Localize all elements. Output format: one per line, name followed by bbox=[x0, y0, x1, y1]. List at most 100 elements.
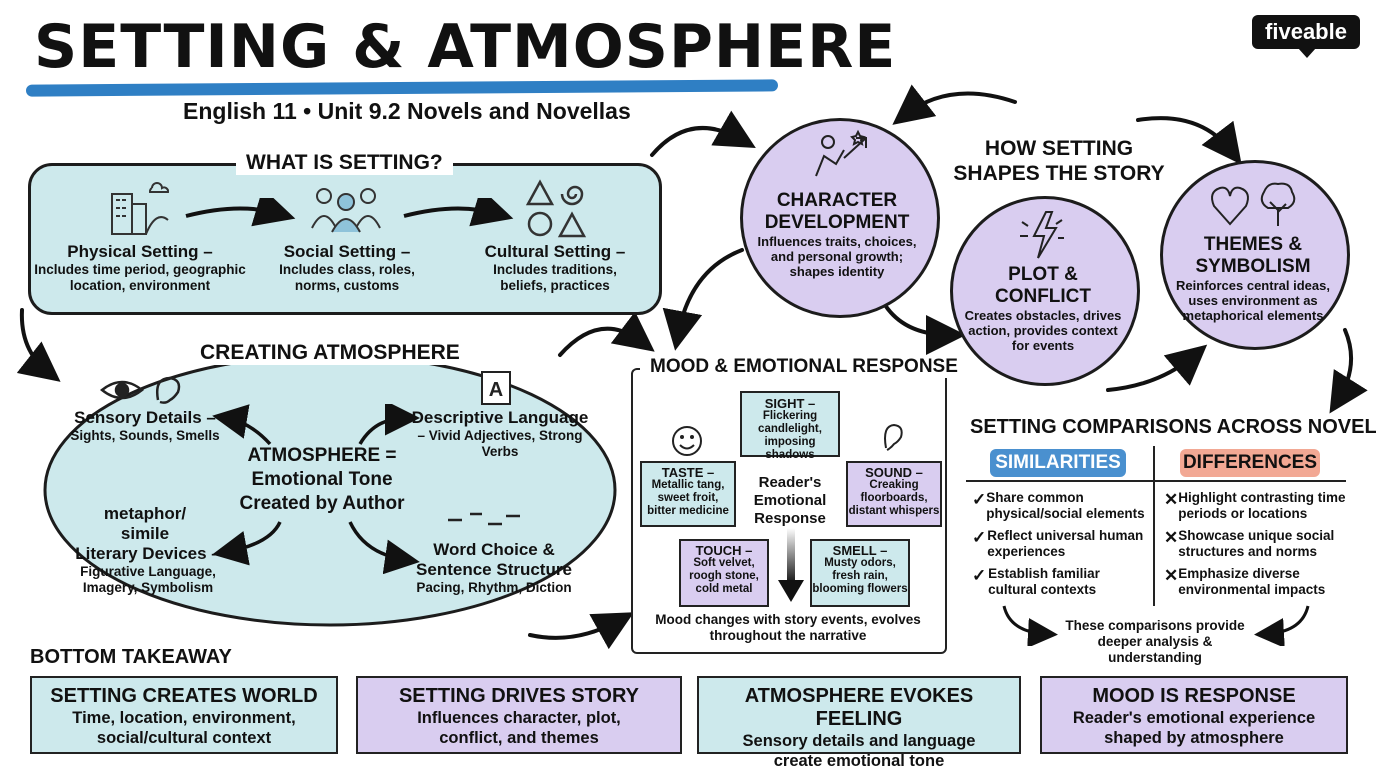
word-choice-title: Word Choice & Sentence Structure bbox=[416, 540, 572, 579]
book-icon: A bbox=[481, 371, 511, 405]
literary-devices-item: Literary Devices – Figurative Language, … bbox=[60, 544, 236, 596]
smiley-icon bbox=[672, 426, 702, 456]
sound-desc: Creaking floorboards, distant whispers bbox=[848, 479, 940, 517]
lightning-icon bbox=[1020, 211, 1064, 259]
shapes-story-label: HOW SETTING SHAPES THE STORY bbox=[953, 137, 1165, 185]
arrow-physical-to-social bbox=[185, 198, 296, 227]
difference-item: ✕ Highlight contrasting time periods or … bbox=[1164, 490, 1354, 522]
sight-card: SIGHT – Flickering candlelight, imposing… bbox=[740, 391, 840, 461]
takeaway-card-story: SETTING DRIVES STORY Influences characte… bbox=[356, 676, 682, 754]
takeaway-card-title: SETTING CREATES WORLD bbox=[50, 685, 318, 707]
plot-conflict-circle bbox=[950, 196, 1140, 386]
mood-footer: Mood changes with story events, evolves … bbox=[655, 612, 921, 643]
similarities-list: ✓ Share common physical/social elements … bbox=[972, 490, 1152, 598]
sensory-details-title: Sensory Details – bbox=[74, 408, 216, 427]
character-development-title: CHARACTER DEVELOPMENT bbox=[764, 190, 910, 233]
word-choice-desc: Pacing, Rhythm, Diction bbox=[416, 580, 572, 595]
takeaway-card-desc: Time, location, environment, social/cult… bbox=[72, 709, 296, 747]
takeaway-label: BOTTOM TAKEAWAY bbox=[30, 646, 232, 668]
takeaway-card-desc: Reader's emotional experience shaped by … bbox=[1072, 709, 1316, 747]
cross-icon: ✕ bbox=[1164, 566, 1179, 585]
differences-header: DIFFERENCES bbox=[1180, 449, 1320, 477]
similarity-item: ✓ Share common physical/social elements bbox=[972, 490, 1152, 522]
check-icon: ✓ bbox=[972, 490, 987, 509]
takeaway-card-title: SETTING DRIVES STORY bbox=[398, 685, 640, 707]
similarity-text: Reflect universal human experiences bbox=[987, 528, 1144, 559]
physical-setting-desc: Includes time period, geographic locatio… bbox=[34, 262, 246, 293]
taste-desc: Metallic tang, sweet froit, bitter medic… bbox=[647, 479, 729, 517]
takeaway-card-world: SETTING CREATES WORLD Time, location, en… bbox=[30, 676, 338, 754]
atmosphere-definition: ATMOSPHERE = Emotional Tone Created by A… bbox=[239, 445, 405, 514]
arrow-social-to-cultural bbox=[403, 198, 514, 227]
takeaway-card-title: ATMOSPHERE EVOKES FEELING bbox=[744, 685, 974, 730]
difference-text: Showcase unique social structures and no… bbox=[1178, 528, 1335, 559]
mood-label: MOOD & EMOTIONAL RESPONSE bbox=[640, 356, 968, 378]
city-landscape-icon bbox=[111, 182, 170, 235]
svg-text:A: A bbox=[489, 379, 503, 401]
taste-card: TASTE – Metallic tang, sweet froit, bitt… bbox=[640, 461, 736, 527]
social-setting-desc: Includes class, roles, norms, customs bbox=[279, 262, 415, 293]
smell-title: SMELL – bbox=[832, 543, 888, 558]
takeaway-card-title: MOOD IS RESPONSE bbox=[1092, 685, 1296, 707]
takeaway-card-desc: Sensory details and language create emot… bbox=[742, 732, 976, 770]
character-development-desc: Influences traits, choices, and personal… bbox=[757, 234, 917, 279]
similarity-item: ✓ Reflect universal human experiences bbox=[972, 528, 1152, 560]
plot-conflict-desc: Creates obstacles, drives action, provid… bbox=[964, 308, 1122, 353]
physical-setting-title: Physical Setting – bbox=[67, 242, 213, 261]
taste-title: TASTE – bbox=[661, 465, 715, 480]
similarity-text: Share common physical/social elements bbox=[986, 490, 1145, 521]
cross-icon: ✕ bbox=[1164, 528, 1179, 547]
descriptive-language-item: Descriptive Language – Vivid Adjectives,… bbox=[410, 408, 590, 460]
themes-symbolism-title: THEMES & SYMBOLISM bbox=[1195, 234, 1311, 277]
difference-item: ✕ Emphasize diverse environmental impact… bbox=[1164, 566, 1354, 598]
themes-symbolism-desc: Reinforces central ideas, uses environme… bbox=[1176, 278, 1330, 323]
literary-devices-title: Literary Devices – bbox=[75, 544, 221, 563]
sensory-details-item: Sensory Details – Sights, Sounds, Smells bbox=[60, 408, 230, 444]
word-choice-item: Word Choice & Sentence Structure Pacing,… bbox=[404, 540, 584, 596]
cultural-setting-desc: Includes traditions, beliefs, practices bbox=[493, 262, 617, 293]
literary-devices-desc: Figurative Language, Imagery, Symbolism bbox=[80, 564, 216, 595]
cultural-setting-title: Cultural Setting – bbox=[484, 242, 626, 261]
atmosphere-radial-arrows bbox=[212, 404, 420, 574]
difference-item: ✕ Showcase unique social structures and … bbox=[1164, 528, 1354, 560]
differences-list: ✕ Highlight contrasting time periods or … bbox=[1164, 490, 1354, 598]
similarities-header: SIMILARITIES bbox=[990, 449, 1126, 477]
difference-text: Highlight contrasting time periods or lo… bbox=[1178, 490, 1346, 521]
character-development-text: CHARACTER DEVELOPMENT Influences traits,… bbox=[752, 190, 922, 279]
what-is-setting-panel bbox=[28, 163, 662, 315]
what-is-setting-label: WHAT IS SETTING? bbox=[236, 151, 453, 175]
sensory-details-desc: Sights, Sounds, Smells bbox=[70, 428, 220, 443]
atmosphere-cloud bbox=[43, 353, 617, 627]
smell-card: SMELL – Musty odors, fresh rain, bloomin… bbox=[810, 539, 910, 607]
page-title: SETTING & ATMOSPHERE bbox=[34, 12, 897, 82]
themes-symbolism-circle bbox=[1160, 160, 1350, 350]
comparisons-converge-arrows bbox=[1002, 605, 1310, 646]
shapes-icon bbox=[525, 179, 587, 238]
physical-setting-item: Physical Setting – Includes time period,… bbox=[30, 242, 250, 294]
similarity-text: Establish familiar cultural contexts bbox=[988, 566, 1100, 597]
touch-card: TOUCH – Soft velvet, roogh stone, cold m… bbox=[679, 539, 769, 607]
sight-desc: Flickering candlelight, imposing shadows bbox=[758, 410, 822, 461]
comparisons-label: SETTING COMPARISONS ACROSS NOVELS bbox=[970, 416, 1376, 438]
themes-symbolism-text: THEMES & SYMBOLISM Reinforces central id… bbox=[1172, 234, 1334, 323]
ear-icon bbox=[884, 423, 903, 451]
touch-desc: Soft velvet, roogh stone, cold metal bbox=[689, 557, 759, 595]
reader-emotional-response: Reader's Emotional Response bbox=[753, 474, 827, 527]
takeaway-card-desc: Influences character, plot, conflict, an… bbox=[417, 709, 621, 747]
check-icon: ✓ bbox=[972, 566, 987, 585]
descriptive-language-title: Descriptive Language bbox=[411, 408, 589, 427]
heart-tree-icon bbox=[1211, 182, 1296, 226]
creating-atmosphere-label: CREATING ATMOSPHERE bbox=[190, 341, 470, 365]
touch-title: TOUCH – bbox=[695, 543, 753, 558]
metaphor-simile-note: metaphor/ simile bbox=[103, 504, 187, 543]
comparisons-divider-v bbox=[1153, 446, 1155, 606]
mood-down-arrow bbox=[778, 528, 804, 602]
growth-person-icon bbox=[815, 129, 867, 177]
cultural-setting-item: Cultural Setting – Includes traditions, … bbox=[470, 242, 640, 294]
fiveable-logo[interactable]: fiveable bbox=[1252, 15, 1360, 58]
comparisons-divider-h bbox=[966, 480, 1346, 482]
character-development-circle bbox=[740, 118, 940, 318]
sight-title: SIGHT – bbox=[764, 396, 816, 411]
social-setting-title: Social Setting – bbox=[283, 242, 411, 261]
dash-lines-icon bbox=[448, 512, 520, 526]
